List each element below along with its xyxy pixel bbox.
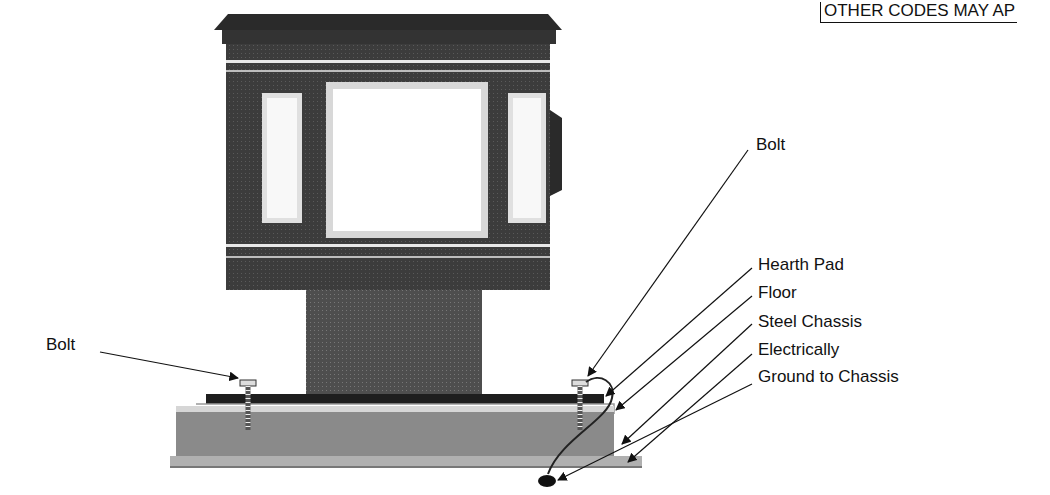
- part-label: Bolt: [756, 136, 785, 155]
- stove-top-band: [222, 30, 556, 44]
- floor-top: [176, 406, 614, 412]
- floor: [176, 406, 614, 456]
- code-note: OTHER CODES MAY AP: [820, 2, 1017, 23]
- ground-wire: [548, 378, 613, 474]
- hearth-pad: [206, 394, 604, 404]
- part-label: Steel Chassis: [758, 313, 862, 332]
- steel-chassis: [170, 456, 642, 468]
- ground-lug: [538, 475, 556, 487]
- leader-lines: [100, 150, 752, 480]
- steel-chassis-edge: [170, 466, 642, 468]
- trim-stripe: [226, 70, 550, 72]
- part-label: Electrically: [758, 341, 839, 360]
- glass-door: [326, 82, 488, 238]
- trim-stripe: [226, 244, 550, 247]
- side-panel: [262, 93, 302, 223]
- glass-door: [333, 89, 481, 231]
- stove-body: [226, 44, 550, 290]
- side-panel: [508, 93, 546, 223]
- door-handle: [550, 110, 562, 196]
- stove-top: [214, 14, 562, 30]
- trim-stripe: [226, 256, 550, 258]
- side-panel: [267, 98, 297, 218]
- bolt: [240, 380, 256, 430]
- part-label: Bolt: [46, 336, 75, 355]
- part-label: Hearth Pad: [758, 256, 844, 275]
- side-panel: [513, 98, 541, 218]
- part-label: Ground to Chassis: [758, 368, 899, 387]
- bolt: [572, 380, 588, 430]
- trim-stripe: [226, 60, 550, 63]
- pedestal: [306, 290, 482, 394]
- part-label: Floor: [758, 284, 797, 303]
